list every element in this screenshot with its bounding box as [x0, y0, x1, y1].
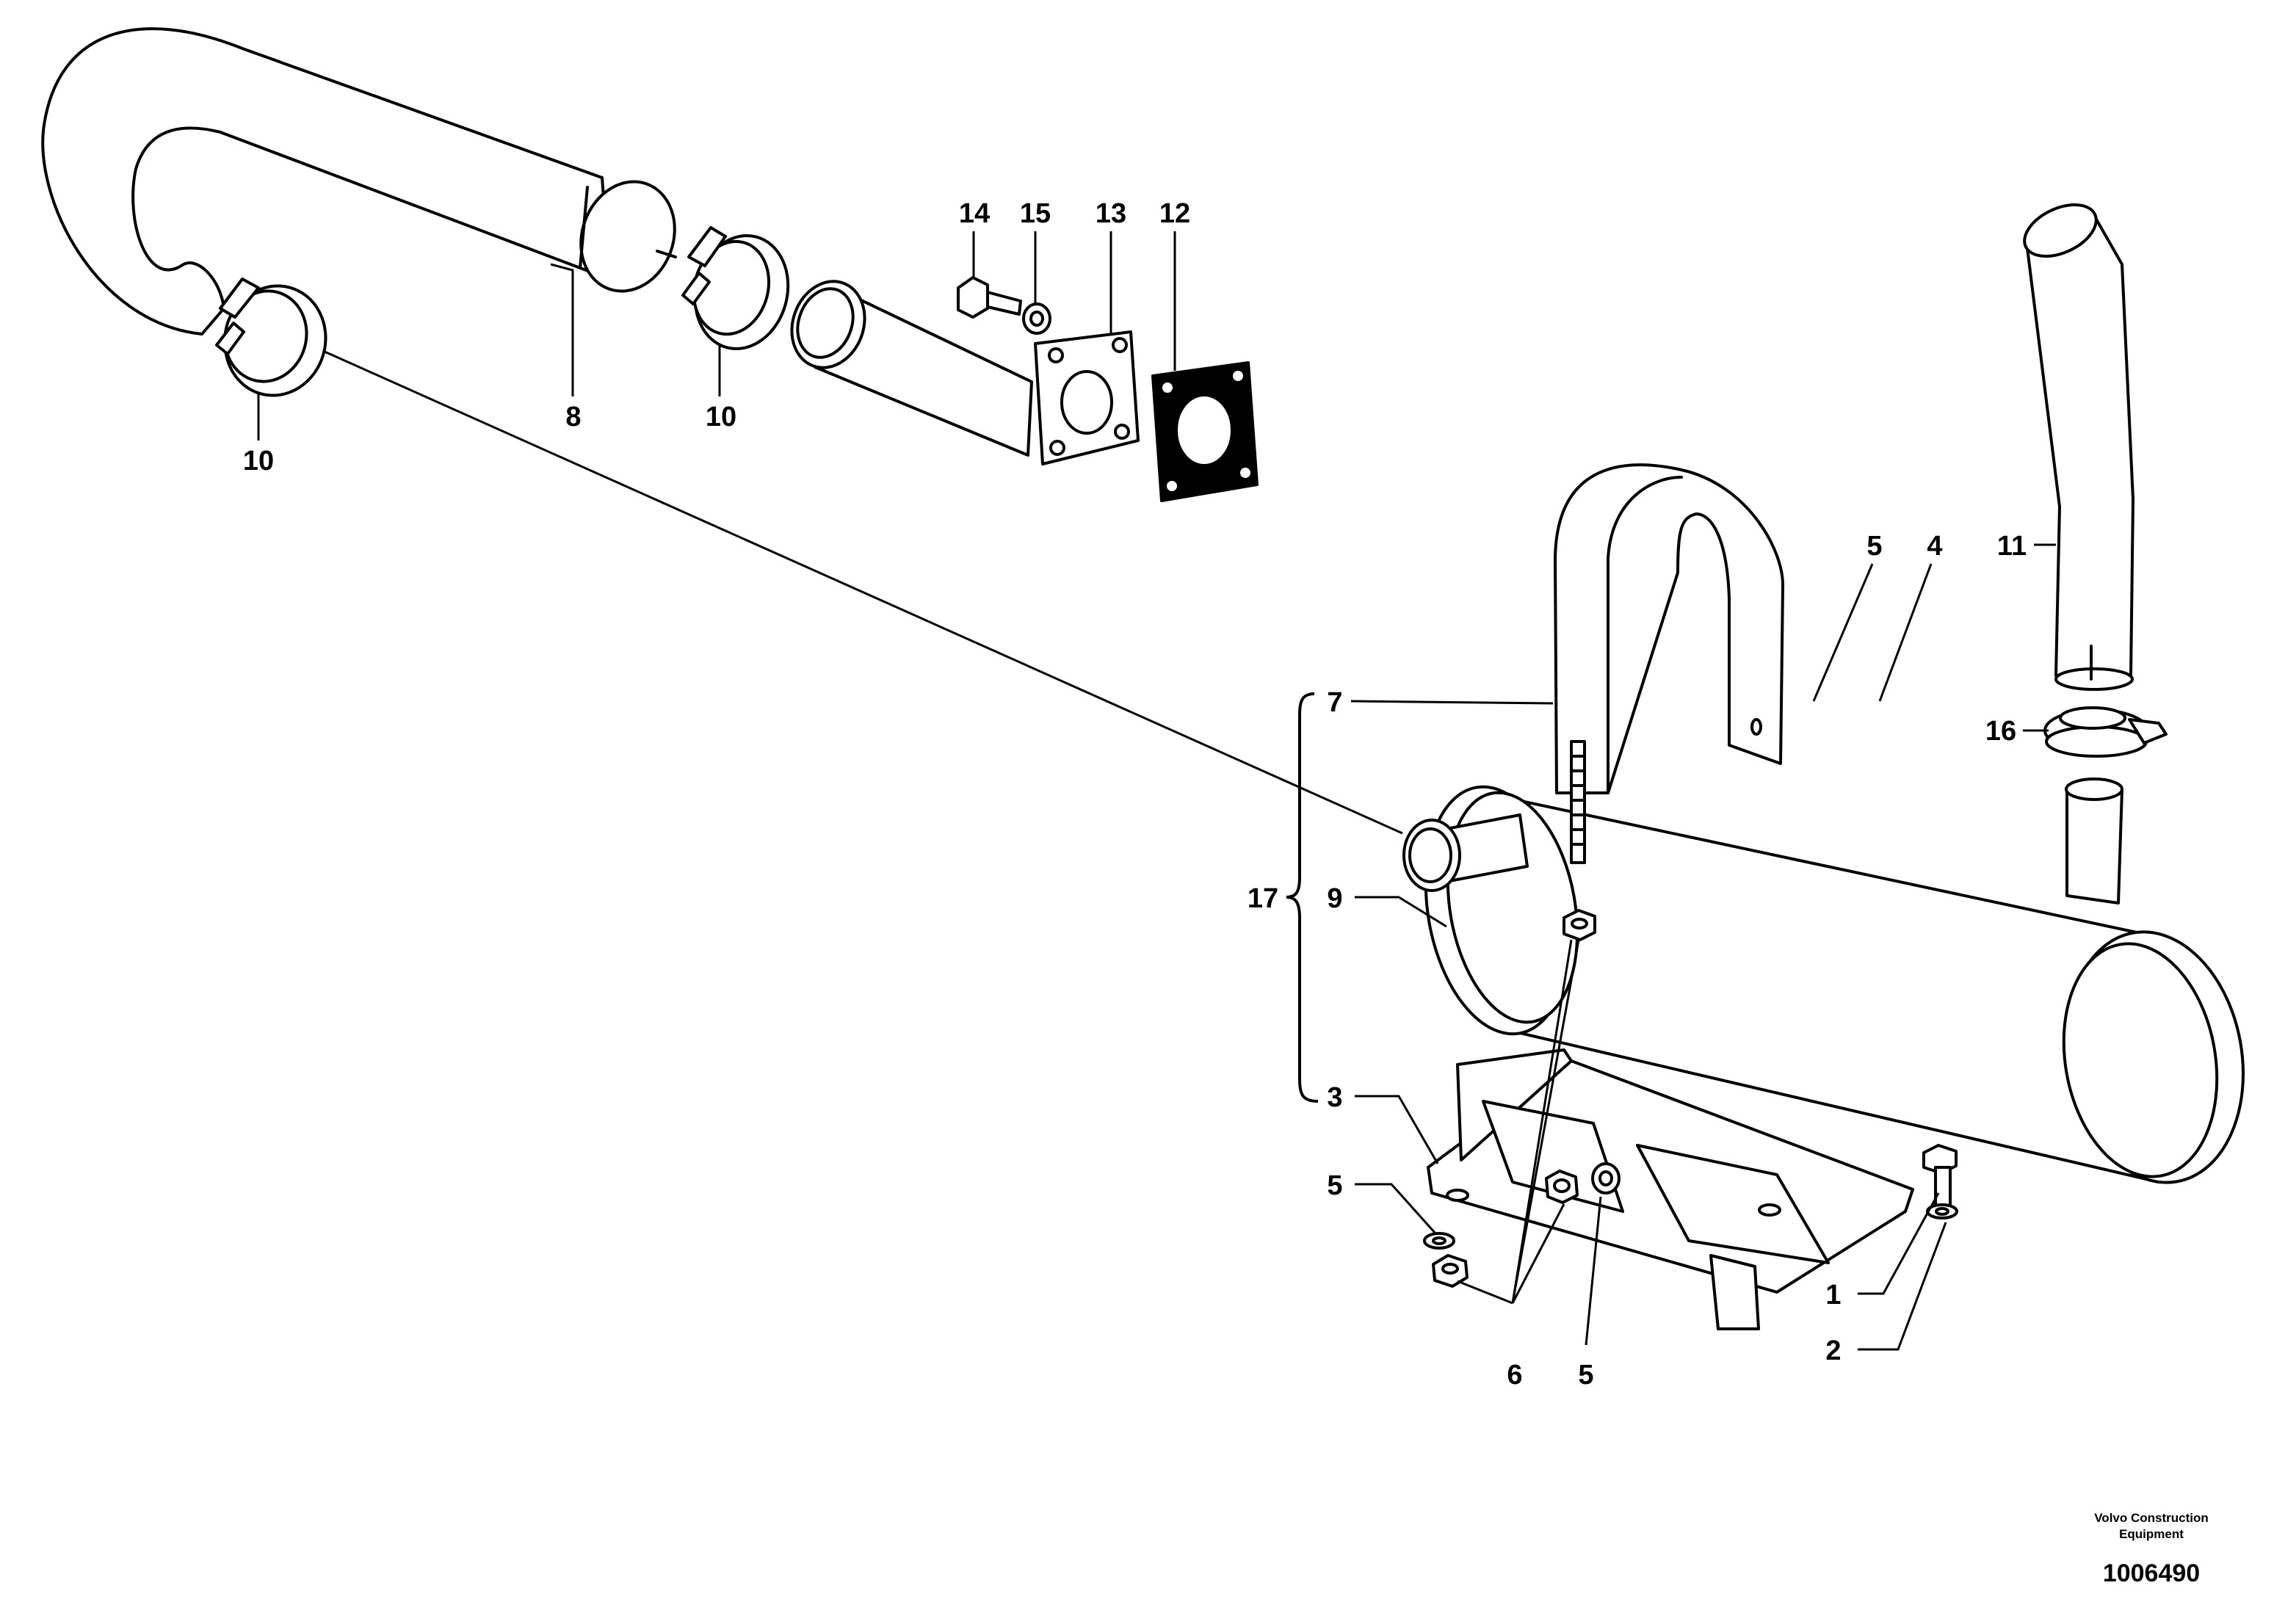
leader-5a: [1812, 563, 1874, 702]
washer-left: [1423, 1232, 1455, 1250]
manufacturer-credit-line-2: Equipment: [2119, 1527, 2184, 1541]
leader-8: [550, 263, 574, 396]
clamp-16: [2043, 706, 2168, 758]
leader-1: [1858, 1192, 1940, 1295]
callout-5-left: 5: [1327, 1170, 1342, 1201]
callout-17: 17: [1248, 883, 1278, 914]
threaded-stud: [1570, 740, 1586, 864]
leader-5c: [1585, 1196, 1602, 1346]
mounting-bracket: [1427, 1048, 1914, 1330]
callout-10-right: 10: [706, 402, 736, 432]
callout-7: 7: [1327, 687, 1342, 718]
callout-4: 4: [1927, 531, 1942, 562]
gasket: [1151, 361, 1259, 502]
bolt-14: [957, 276, 1022, 319]
leader-6-a: [1511, 939, 1573, 1304]
callout-5-bottom: 5: [1578, 1360, 1593, 1391]
leader-5b: [1355, 1183, 1437, 1235]
callout-5-upper: 5: [1866, 531, 1882, 562]
nut-upper: [1563, 909, 1596, 941]
leader-long-diagonal: [322, 349, 1403, 835]
callout-8: 8: [565, 402, 581, 432]
leader-4: [1878, 563, 1933, 702]
exhaust-pipe-j: [41, 27, 677, 336]
callout-1: 1: [1825, 1280, 1841, 1311]
bolt-1: [1922, 1144, 1958, 1213]
hose-clamp-right: [681, 226, 790, 351]
nut-lower: [1545, 1170, 1579, 1204]
nut-left: [1432, 1254, 1469, 1288]
leader-lines: [257, 231, 2056, 1351]
manufacturer-credit-line-1: Volvo Construction: [2094, 1511, 2209, 1525]
hose-clamp-left: [215, 278, 327, 397]
document-number: 1006490: [2102, 1559, 2201, 1587]
callout-10-left: 10: [243, 446, 274, 476]
callout-11: 11: [1997, 531, 2027, 562]
callout-13: 13: [1096, 198, 1126, 229]
washer-middle: [1591, 1162, 1621, 1195]
leader-6-c: [1511, 1203, 1565, 1304]
leader-9: [1355, 896, 1447, 928]
assembly-brace: [1286, 692, 1319, 1103]
callout-14: 14: [959, 198, 990, 229]
tail-pipe: [2023, 203, 2134, 691]
callout-6: 6: [1507, 1360, 1522, 1391]
muffler: [1402, 777, 2245, 1184]
leader-6-d: [1457, 1280, 1513, 1305]
callout-15: 15: [1020, 198, 1051, 229]
leader-6-b: [1511, 939, 1580, 1304]
flanged-pipe: [790, 280, 1140, 465]
callouts: 14 15 13 12 8 10 10 11 5 4 16 7 17 9 3 5…: [243, 198, 2027, 1391]
muffler-strap: [1554, 463, 1785, 794]
leader-2: [1858, 1222, 1947, 1351]
leader-7: [1350, 700, 1554, 705]
callout-3: 3: [1327, 1082, 1342, 1113]
callout-2: 2: [1825, 1335, 1841, 1366]
callout-12: 12: [1159, 198, 1190, 229]
washer-15: [1022, 302, 1051, 335]
leader-3: [1355, 1095, 1439, 1164]
callout-16: 16: [1985, 716, 2016, 747]
callout-9: 9: [1327, 883, 1342, 914]
